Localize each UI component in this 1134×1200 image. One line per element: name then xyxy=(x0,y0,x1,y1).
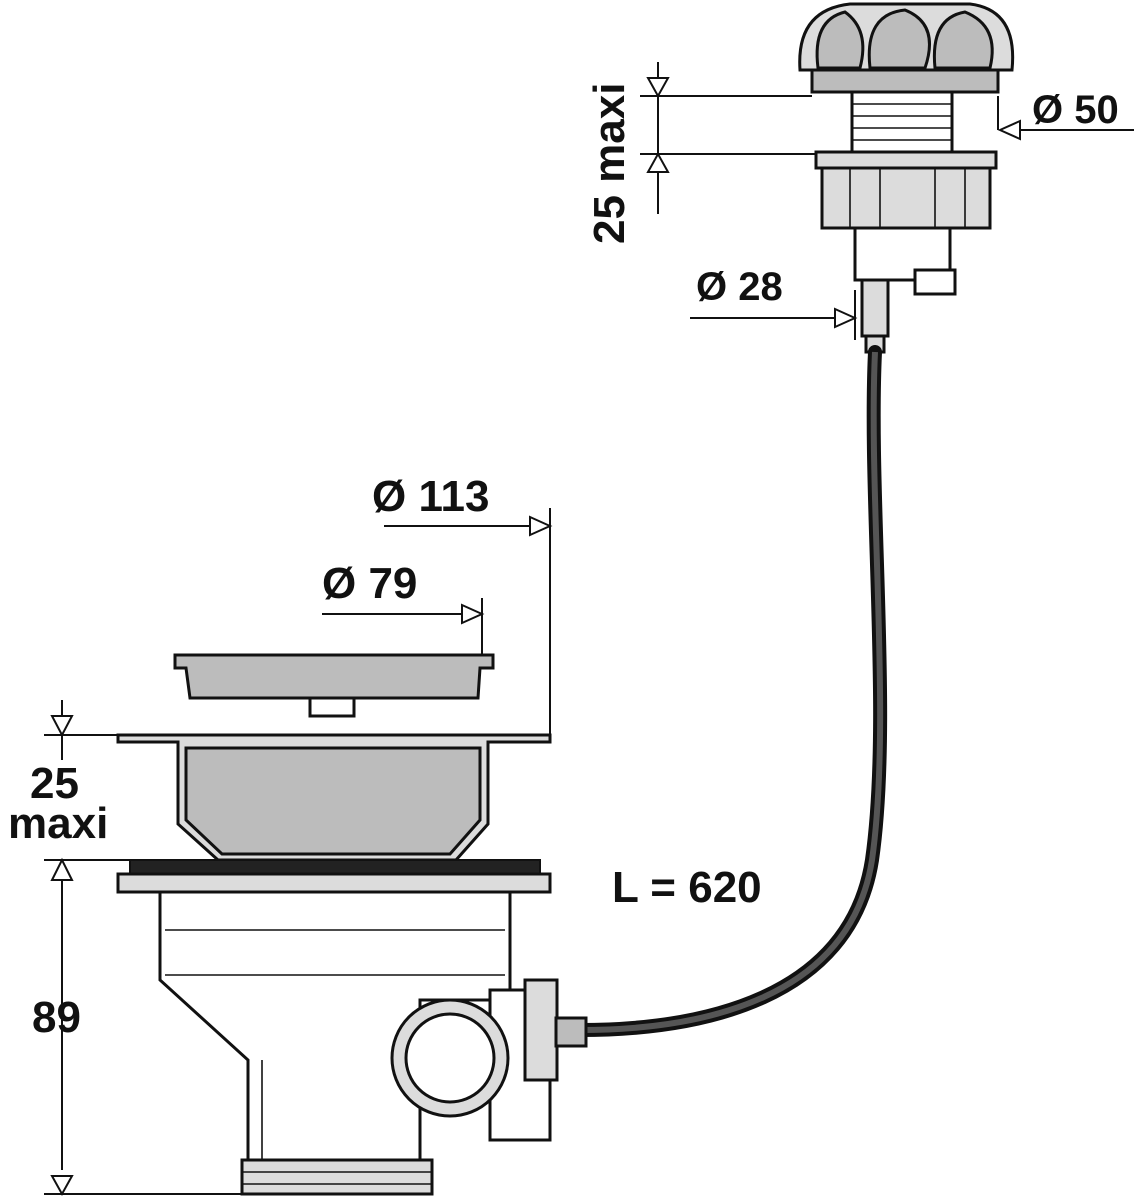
cable-diameter-label: Ø 28 xyxy=(696,265,783,309)
basket-diameter-dimension xyxy=(322,598,485,655)
lever-mechanism xyxy=(390,978,588,1142)
sink-bowl xyxy=(116,733,552,862)
basket-diameter-label: Ø 79 xyxy=(322,559,417,608)
strainer-basket xyxy=(173,653,495,718)
operating-knob xyxy=(798,2,1015,354)
flange-diameter-dimension xyxy=(384,508,553,735)
control-cable xyxy=(573,345,888,1037)
cable-length-label: L = 620 xyxy=(612,863,762,912)
drain-body xyxy=(158,890,512,1196)
mounting-plate xyxy=(116,872,552,894)
knob-diameter-dimension xyxy=(997,96,1134,141)
bowl-height-unit: maxi xyxy=(8,799,108,848)
cable-diameter-dimension xyxy=(690,290,858,340)
flange-diameter-label: Ø 113 xyxy=(372,472,489,521)
drain-height-dimension xyxy=(44,857,248,1197)
bowl-height-value: 25 xyxy=(30,759,79,808)
top-height-label: 25 maxi xyxy=(585,83,634,244)
sealing-gasket xyxy=(129,859,541,875)
bowl-height-dimension xyxy=(44,700,118,760)
knob-diameter-label: Ø 50 xyxy=(1032,88,1119,132)
drain-height-label: 89 xyxy=(32,993,81,1042)
top-height-dimension xyxy=(640,62,816,214)
